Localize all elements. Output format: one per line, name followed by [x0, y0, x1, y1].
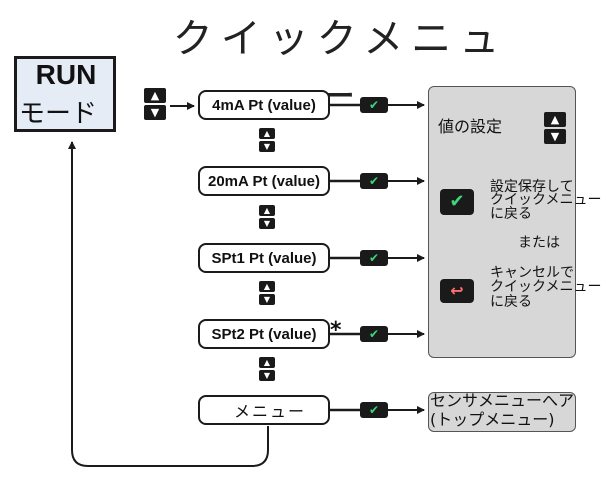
sensor-menu-line1: センサメニューへア [430, 391, 575, 410]
up-down-keys-icon: ▲▼ [259, 281, 275, 305]
enter-check-icon: ✔ [360, 402, 388, 418]
panel-title: 値の設定 [438, 117, 503, 136]
cancel-text-line2: クイックメニュー [490, 279, 602, 295]
up-down-keys-icon: ▲▼ [259, 205, 275, 229]
enter-check-icon: ✔ [360, 326, 388, 342]
save-text-line3: に戻る [490, 206, 532, 222]
enter-check-icon: ✔ [440, 189, 474, 215]
cancel-text-line1: キャンセルで [490, 265, 574, 281]
run-label: RUN [35, 59, 97, 90]
or-text: または [518, 235, 560, 251]
step-menu: メニュー [198, 395, 330, 425]
step-4ma-pt: 4mA Pt (value) [198, 90, 330, 120]
up-down-keys-icon: ▲▼ [259, 357, 275, 381]
save-text-line1: 設定保存して [490, 179, 574, 195]
enter-check-icon: ✔ [360, 250, 388, 266]
up-down-keys-icon: ▲▼ [144, 88, 166, 120]
up-down-keys-icon: ▲▼ [259, 128, 275, 152]
up-down-keys-icon: ▲▼ [544, 112, 566, 144]
sensor-menu-box [428, 392, 576, 432]
enter-check-icon: ✔ [360, 173, 388, 189]
step-20ma-pt: 20mA Pt (value) [198, 166, 330, 196]
asterisk-marker: * [330, 318, 342, 343]
run-mode-box: RUN モード [14, 56, 116, 132]
save-text-line2: クイックメニュー [490, 192, 602, 208]
sensor-menu-line2: (トップメニュー) [430, 410, 555, 429]
step-spt1-pt: SPt1 Pt (value) [198, 243, 330, 273]
enter-check-icon: ✔ [360, 97, 388, 113]
back-arrow-icon: ↩ [440, 279, 474, 303]
cancel-text-line3: に戻る [490, 294, 532, 310]
mode-label: モード [19, 99, 98, 129]
step-spt2-pt: SPt2 Pt (value) [198, 319, 330, 349]
